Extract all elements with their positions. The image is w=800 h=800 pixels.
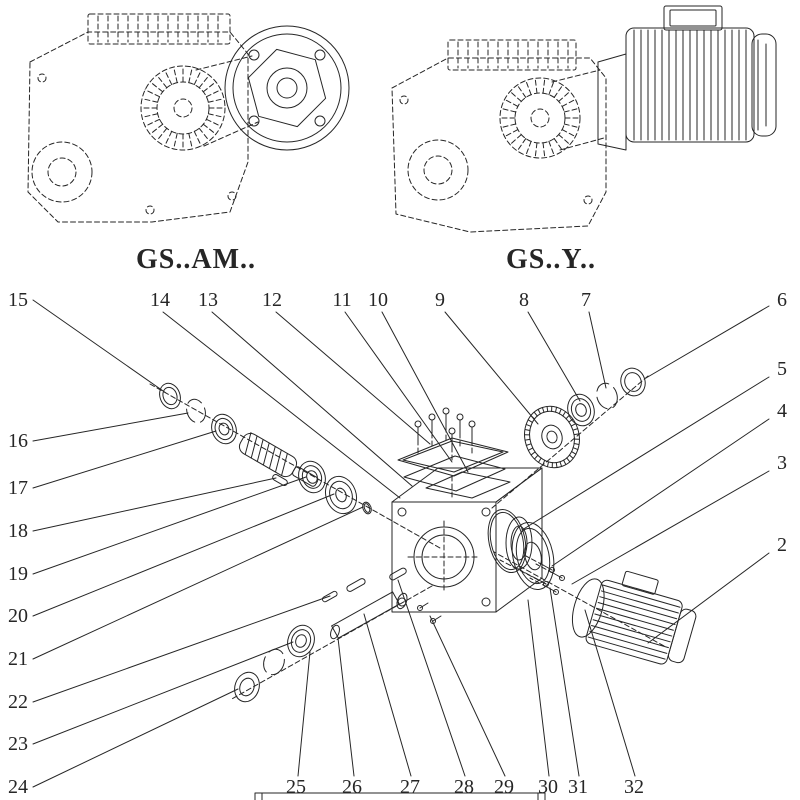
callout-27: 27 [400, 776, 420, 798]
callout-32: 32 [624, 776, 644, 798]
callout-30: 30 [538, 776, 558, 798]
input-shaft-parts [159, 382, 372, 515]
model-label-gs-am: GS..AM.. [136, 244, 256, 275]
callout-5: 5 [777, 358, 787, 380]
callout-8: 8 [519, 289, 529, 311]
callout-29: 29 [494, 776, 514, 798]
callout-13: 13 [198, 289, 218, 311]
model-label-gs-y: GS..Y.. [506, 244, 596, 275]
callout-4: 4 [777, 400, 787, 422]
output-cover-parts [487, 508, 565, 595]
callout-16: 16 [8, 430, 28, 452]
callout-12: 12 [262, 289, 282, 311]
callout-6: 6 [777, 289, 787, 311]
gear-housing [391, 467, 543, 613]
callout-15: 15 [8, 289, 28, 311]
callout-19: 19 [8, 563, 28, 585]
callout-21: 21 [8, 648, 28, 670]
worm-gear-parts [524, 367, 646, 469]
callout-31: 31 [568, 776, 588, 798]
callout-20: 20 [8, 605, 28, 627]
callout-10: 10 [368, 289, 388, 311]
callout-26: 26 [342, 776, 362, 798]
callout-9: 9 [435, 289, 445, 311]
callout-3: 3 [777, 452, 787, 474]
callout-28: 28 [454, 776, 474, 798]
callout-22: 22 [8, 691, 28, 713]
callout-18: 18 [8, 520, 28, 542]
callout-7: 7 [581, 289, 591, 311]
gearbox-gs-y-drawing [391, 39, 607, 233]
gearbox-gs-am-drawing [27, 13, 259, 223]
output-shaft-parts [234, 567, 442, 703]
callout-14: 14 [150, 289, 170, 311]
callout-11: 11 [332, 289, 351, 311]
motor-drawing [597, 5, 777, 151]
callout-23: 23 [8, 733, 28, 755]
exploded-motor [571, 570, 697, 665]
title-block-edge [254, 792, 546, 800]
output-flange-drawing [224, 25, 350, 151]
callout-25: 25 [286, 776, 306, 798]
housing-cover-parts [397, 407, 509, 492]
callout-2: 2 [777, 534, 787, 556]
callout-24: 24 [8, 776, 28, 798]
callout-17: 17 [8, 477, 28, 499]
